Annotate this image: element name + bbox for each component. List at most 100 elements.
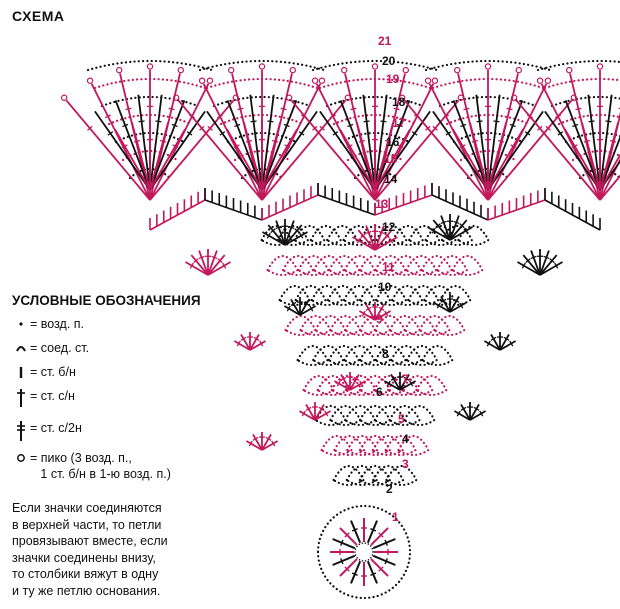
picot-icon (172, 94, 180, 101)
petal-bar (344, 532, 350, 538)
stitch-stroke (515, 99, 601, 201)
chain-loop (424, 59, 552, 72)
stitch-stroke (374, 225, 385, 251)
stitch-stroke (539, 250, 550, 276)
stitch-stroke (469, 403, 480, 421)
stitch-stroke (449, 226, 473, 241)
chain-loop (420, 254, 454, 277)
petal-bar (378, 566, 384, 572)
petal-stitch (372, 538, 396, 550)
chain-loop (329, 404, 362, 427)
stitch-stroke (599, 122, 619, 191)
stitch-stroke (261, 110, 318, 191)
stitch-stroke (190, 254, 209, 276)
chain-loop (374, 344, 408, 367)
stitch-bar (217, 258, 223, 264)
stitch-stroke (149, 122, 169, 191)
stitch-bar (248, 440, 253, 447)
stitch-bar (384, 233, 390, 239)
stitch-stroke (298, 410, 316, 421)
row-label: 18 (392, 95, 406, 109)
stitch-stroke (149, 110, 206, 191)
chain-loop (536, 59, 620, 72)
stitch-marks (60, 63, 620, 451)
stitch-bar (510, 144, 517, 149)
diagram-title: СХЕМА (12, 8, 65, 24)
picot-icon (484, 63, 492, 70)
picot-icon (311, 77, 319, 84)
stitch-stroke (207, 250, 218, 276)
chain-loop (358, 224, 392, 247)
petal-bar (384, 539, 388, 546)
legend-item-sc: = ст. б/н (12, 364, 76, 380)
stitch-stroke (581, 122, 601, 191)
stitch-bar (503, 336, 510, 341)
stitch-bar (435, 223, 441, 229)
picot-icon (544, 77, 552, 84)
center-flower (316, 504, 412, 600)
stitch-stroke (374, 303, 385, 321)
stitch-stroke (599, 174, 620, 201)
stitch-stroke (449, 215, 460, 241)
stitch-stroke (261, 100, 298, 191)
chain-loop (346, 434, 379, 457)
row-label: 4 (402, 432, 409, 446)
stitch-bar (545, 125, 551, 131)
stitch-stroke (226, 100, 263, 191)
row-label: 3 (402, 457, 409, 471)
stitch-stroke (275, 220, 286, 246)
stitch-bar (252, 436, 259, 441)
picot-icon (341, 66, 348, 74)
stitch-stroke (517, 261, 541, 276)
chain-loop (358, 404, 392, 427)
stitch-stroke (432, 110, 489, 191)
chain-loop (320, 434, 354, 457)
row-label: 16 (386, 135, 400, 149)
stitch-stroke (249, 340, 267, 351)
stitch-stroke (245, 440, 263, 451)
chain-loop (326, 284, 360, 307)
stitch-bar (554, 262, 559, 269)
stitch-bar (363, 120, 370, 123)
chain-loop (333, 434, 366, 457)
stitch-bar (217, 114, 223, 119)
chain-loop (408, 224, 441, 247)
slip-stitch-icon (12, 340, 30, 354)
stitch-stroke (374, 229, 393, 251)
stitch-bar (121, 144, 128, 149)
stitch-bar (346, 144, 353, 149)
stitch-bar (453, 220, 460, 225)
stitch-bar (336, 380, 341, 387)
stitch-bar (509, 340, 514, 347)
chain-loop (358, 464, 392, 487)
stitch-bar (506, 107, 513, 111)
stitch-stroke (544, 110, 601, 191)
stitch-stroke (177, 99, 263, 201)
chain-loop (372, 464, 405, 487)
stitch-bar (425, 125, 431, 131)
legend-heading: УСЛОВНЫЕ ОБОЗНАЧЕНИЯ (12, 293, 201, 308)
stitch-stroke (290, 298, 301, 316)
stitch-stroke (339, 128, 376, 191)
chain-loop (403, 404, 436, 427)
chain-loop (345, 464, 379, 487)
chain-loop (284, 314, 318, 337)
stitch-bar (605, 120, 612, 123)
row-label: 5 (398, 412, 405, 426)
stitch-stroke (299, 305, 317, 316)
petal-stitch (350, 520, 362, 544)
row-label: 17 (392, 116, 406, 130)
chain-loop (329, 314, 362, 337)
stitch-stroke (599, 159, 620, 191)
stitch-bar (411, 131, 418, 136)
chain-dot-icon (12, 316, 30, 330)
stitch-bar (340, 376, 347, 381)
chain-loop (299, 314, 332, 337)
stitch-bar (168, 107, 175, 111)
stitch-bar (266, 232, 271, 239)
row-label: 2 (386, 482, 393, 496)
stitch-bar (240, 336, 247, 341)
note-line: Если значки соединяются (12, 501, 162, 515)
stitch-stroke (319, 110, 376, 191)
stitch-bar (555, 114, 561, 119)
